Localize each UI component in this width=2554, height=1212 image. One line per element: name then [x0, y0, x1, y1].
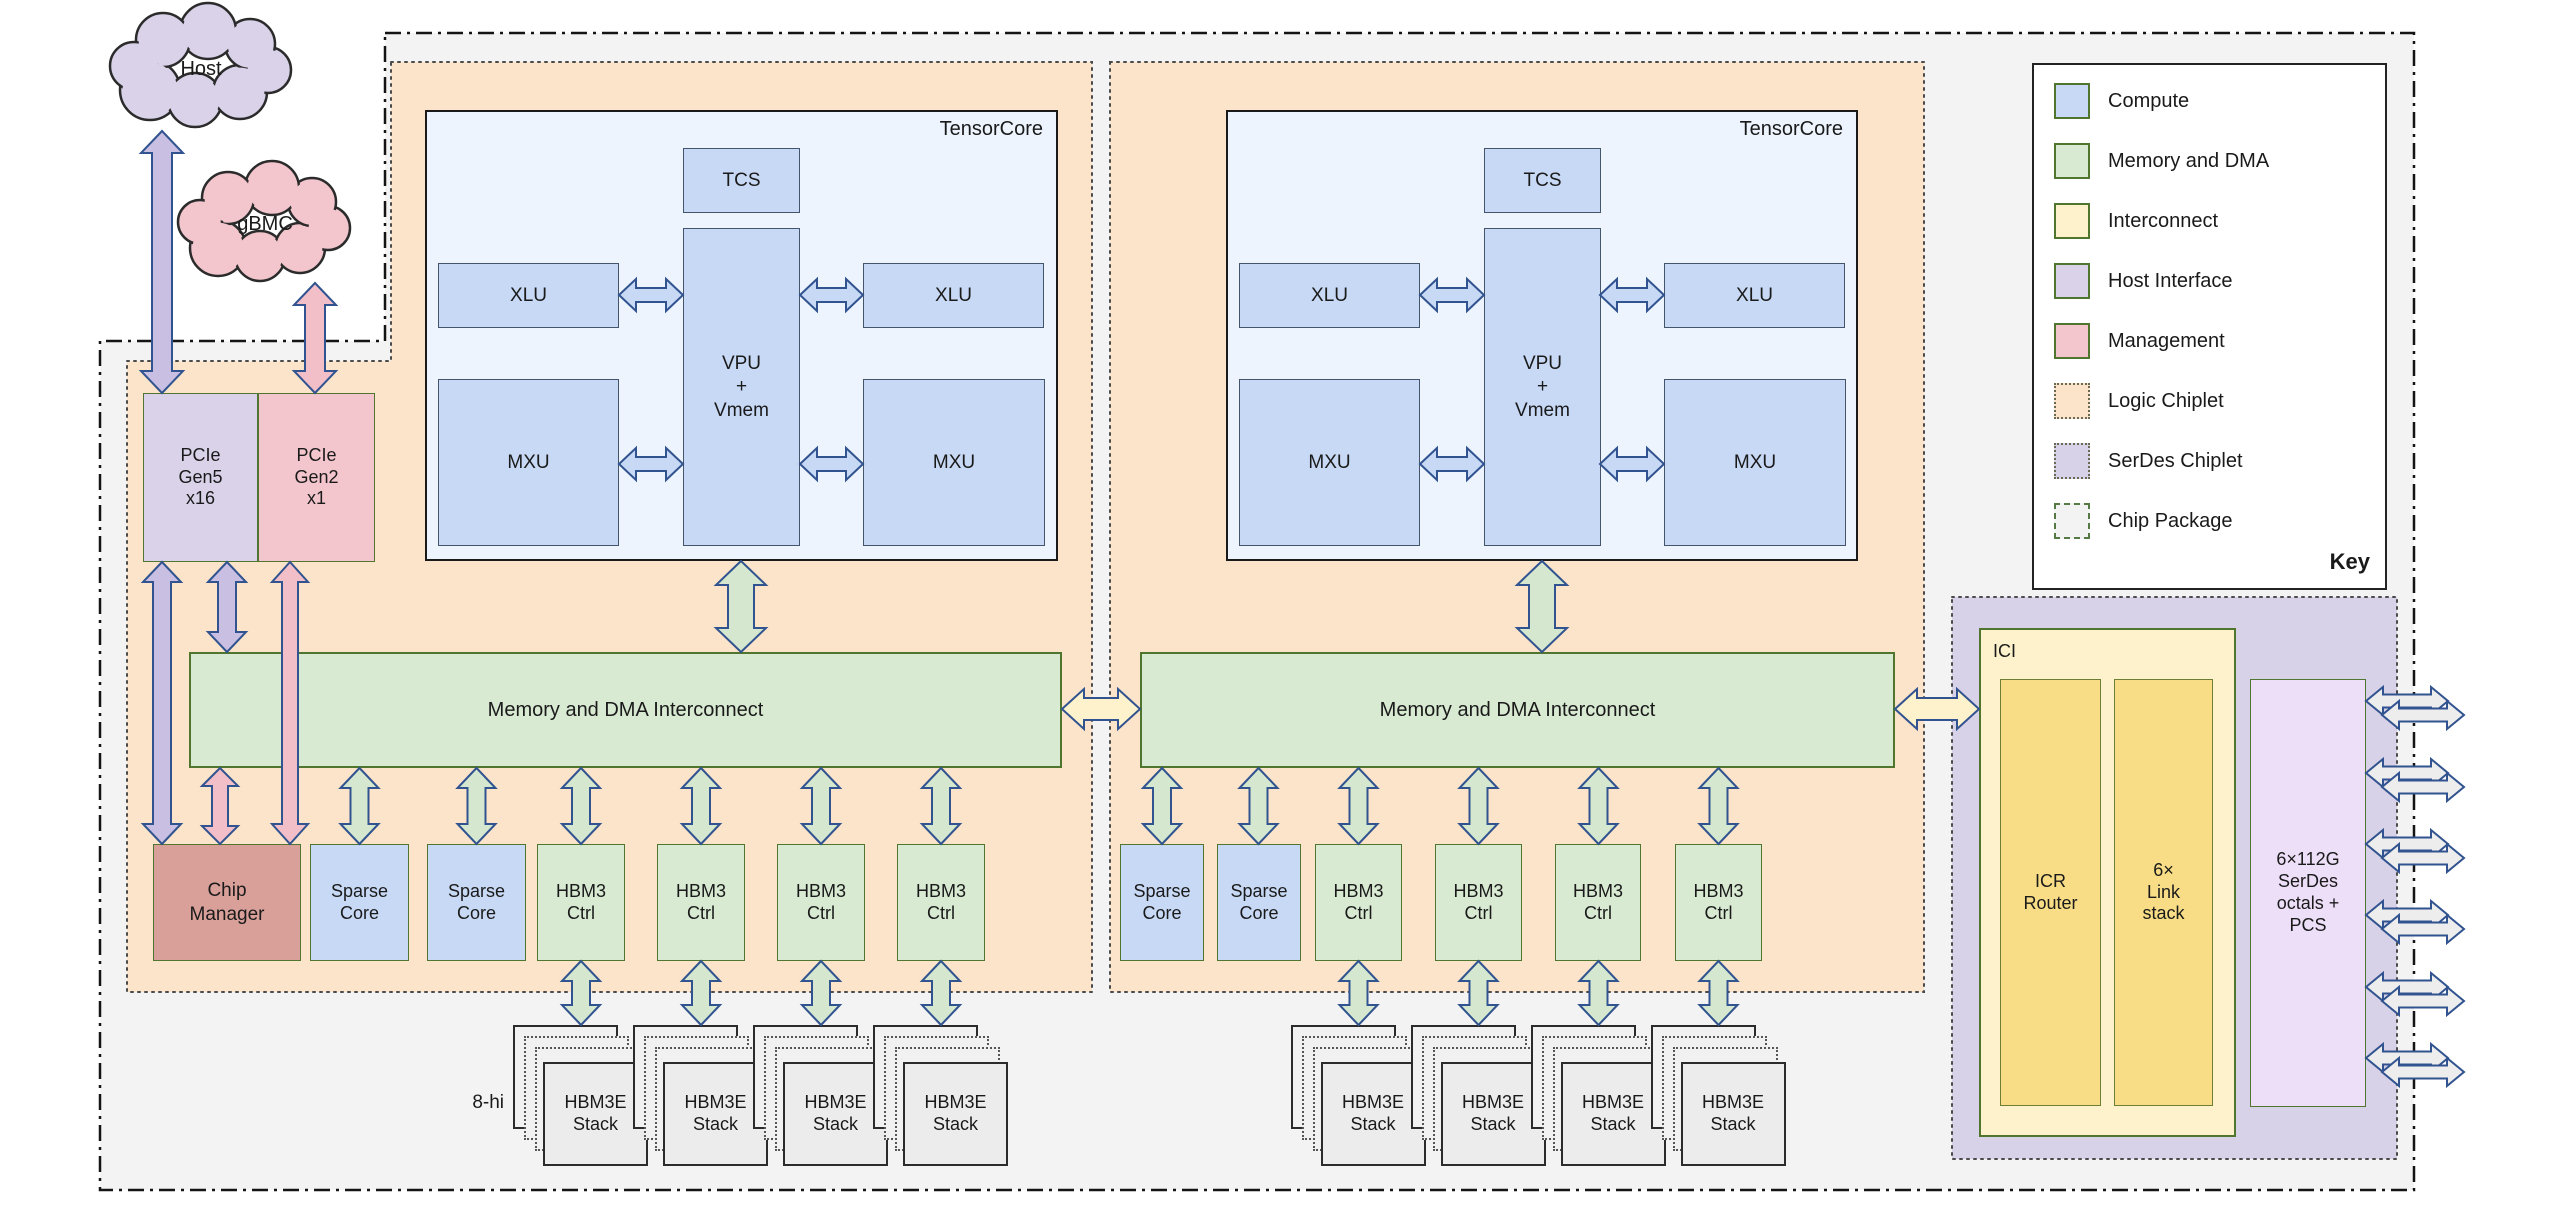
- pcie-gen2-block: PCIe Gen2 x1: [258, 393, 375, 562]
- interconnect-swatch: [2054, 203, 2090, 239]
- mxu-left-block-tc2: MXU: [1239, 379, 1420, 546]
- management-swatch: [2054, 323, 2090, 359]
- hbm3e-stack-group: HBM3E Stack: [633, 1025, 769, 1167]
- chip-package-swatch: [2054, 503, 2090, 539]
- mxu-right-block-tc1: MXU: [863, 379, 1045, 546]
- tcs-block-tc2: TCS: [1484, 148, 1601, 213]
- hbm3-ctrl-block: HBM3 Ctrl: [537, 844, 625, 961]
- hbm3-ctrl-block: HBM3 Ctrl: [1435, 844, 1522, 961]
- key-frame: [2032, 63, 2387, 590]
- key-item-interconnect: Interconnect: [2054, 203, 2374, 239]
- key-title: Key: [2329, 549, 2370, 574]
- memory-dma-interconnect-2: Memory and DMA Interconnect: [1140, 652, 1895, 768]
- hbm3e-stack-group: HBM3E Stack: [513, 1025, 649, 1167]
- stack-height-note: 8-hi: [472, 1092, 504, 1113]
- mxu-left-block-tc1: MXU: [438, 379, 619, 546]
- xlu-left-block-tc1: XLU: [438, 263, 619, 328]
- pcie-gen5-block: PCIe Gen5 x16: [143, 393, 258, 562]
- ici-title: ICI: [1993, 641, 2017, 661]
- tensorcore-1-title: TensorCore: [939, 118, 1043, 140]
- tensorcore-2-title: TensorCore: [1739, 118, 1843, 140]
- chip-manager-block: Chip Manager: [153, 844, 301, 961]
- hbm3e-stack-group: HBM3E Stack: [1530, 1025, 1667, 1167]
- key-item-compute: Compute: [2054, 83, 2374, 119]
- sparse-core-block: Sparse Core: [427, 844, 526, 961]
- link-stack-block: 6× Link stack: [2114, 679, 2213, 1106]
- compute-swatch: [2054, 83, 2090, 119]
- key-item-label: Memory and DMA: [2108, 149, 2270, 172]
- vpu-vmem-block-tc1: VPU + Vmem: [683, 228, 800, 546]
- serdes-chiplet-swatch: [2054, 443, 2090, 479]
- host-cloud-label: Host: [180, 57, 222, 80]
- key-item-label: Management: [2108, 329, 2225, 352]
- key-item-label: Interconnect: [2108, 209, 2219, 232]
- hbm3e-stack-group: HBM3E Stack: [873, 1025, 1009, 1167]
- host-interface-swatch: [2054, 263, 2090, 299]
- hbm3-ctrl-block: HBM3 Ctrl: [1315, 844, 1402, 961]
- hbm3e-stack-group: HBM3E Stack: [1410, 1025, 1547, 1167]
- key-item-label: Compute: [2108, 89, 2190, 112]
- key-item-management: Management: [2054, 323, 2374, 359]
- xlu-right-block-tc1: XLU: [863, 263, 1044, 328]
- memory-dma-interconnect-1: Memory and DMA Interconnect: [189, 652, 1062, 768]
- vpu-vmem-block-tc2: VPU + Vmem: [1484, 228, 1601, 546]
- hbm3-ctrl-block: HBM3 Ctrl: [1675, 844, 1762, 961]
- hbm3e-stack-front: HBM3E Stack: [783, 1062, 888, 1166]
- tcs-block-tc1: TCS: [683, 148, 800, 213]
- mxu-right-block-tc2: MXU: [1664, 379, 1846, 546]
- hbm3e-stack-front: HBM3E Stack: [903, 1062, 1008, 1166]
- key-item-chip-package: Chip Package: [2054, 503, 2374, 539]
- hbm3e-stack-group: HBM3E Stack: [753, 1025, 889, 1167]
- icr-router-block: ICR Router: [2000, 679, 2101, 1106]
- hbm3-ctrl-block: HBM3 Ctrl: [657, 844, 745, 961]
- hbm3-ctrl-block: HBM3 Ctrl: [1555, 844, 1641, 961]
- sparse-core-block: Sparse Core: [1120, 844, 1204, 961]
- xlu-right-block-tc2: XLU: [1664, 263, 1845, 328]
- key-item-host-interface: Host Interface: [2054, 263, 2374, 299]
- sparse-core-block: Sparse Core: [1217, 844, 1301, 961]
- hbm3-ctrl-block: HBM3 Ctrl: [777, 844, 865, 961]
- key-item-memory: Memory and DMA: [2054, 143, 2374, 179]
- key-item-logic-chiplet: Logic Chiplet: [2054, 383, 2374, 419]
- hbm3e-stack-front: HBM3E Stack: [543, 1062, 648, 1166]
- gbmc-cloud-label: gBMC: [237, 212, 293, 235]
- logic-chiplet-swatch: [2054, 383, 2090, 419]
- xlu-left-block-tc2: XLU: [1239, 263, 1420, 328]
- key-item-label: Chip Package: [2108, 509, 2233, 532]
- hbm3-ctrl-block: HBM3 Ctrl: [897, 844, 985, 961]
- hbm3e-stack-group: HBM3E Stack: [1650, 1025, 1787, 1167]
- key-item-label: Logic Chiplet: [2108, 389, 2224, 412]
- key-item-serdes-chiplet: SerDes Chiplet: [2054, 443, 2374, 479]
- serdes-octals-block: 6×112G SerDes octals + PCS: [2250, 679, 2366, 1107]
- hbm3e-stack-group: HBM3E Stack: [1290, 1025, 1427, 1167]
- hbm3e-stack-front: HBM3E Stack: [1680, 1062, 1786, 1166]
- memory-swatch: [2054, 143, 2090, 179]
- hbm3e-stack-front: HBM3E Stack: [663, 1062, 768, 1166]
- key-item-label: Host Interface: [2108, 269, 2233, 292]
- sparse-core-block: Sparse Core: [310, 844, 409, 961]
- key-item-label: SerDes Chiplet: [2108, 449, 2243, 472]
- hbm3e-stack-front: HBM3E Stack: [1440, 1062, 1546, 1166]
